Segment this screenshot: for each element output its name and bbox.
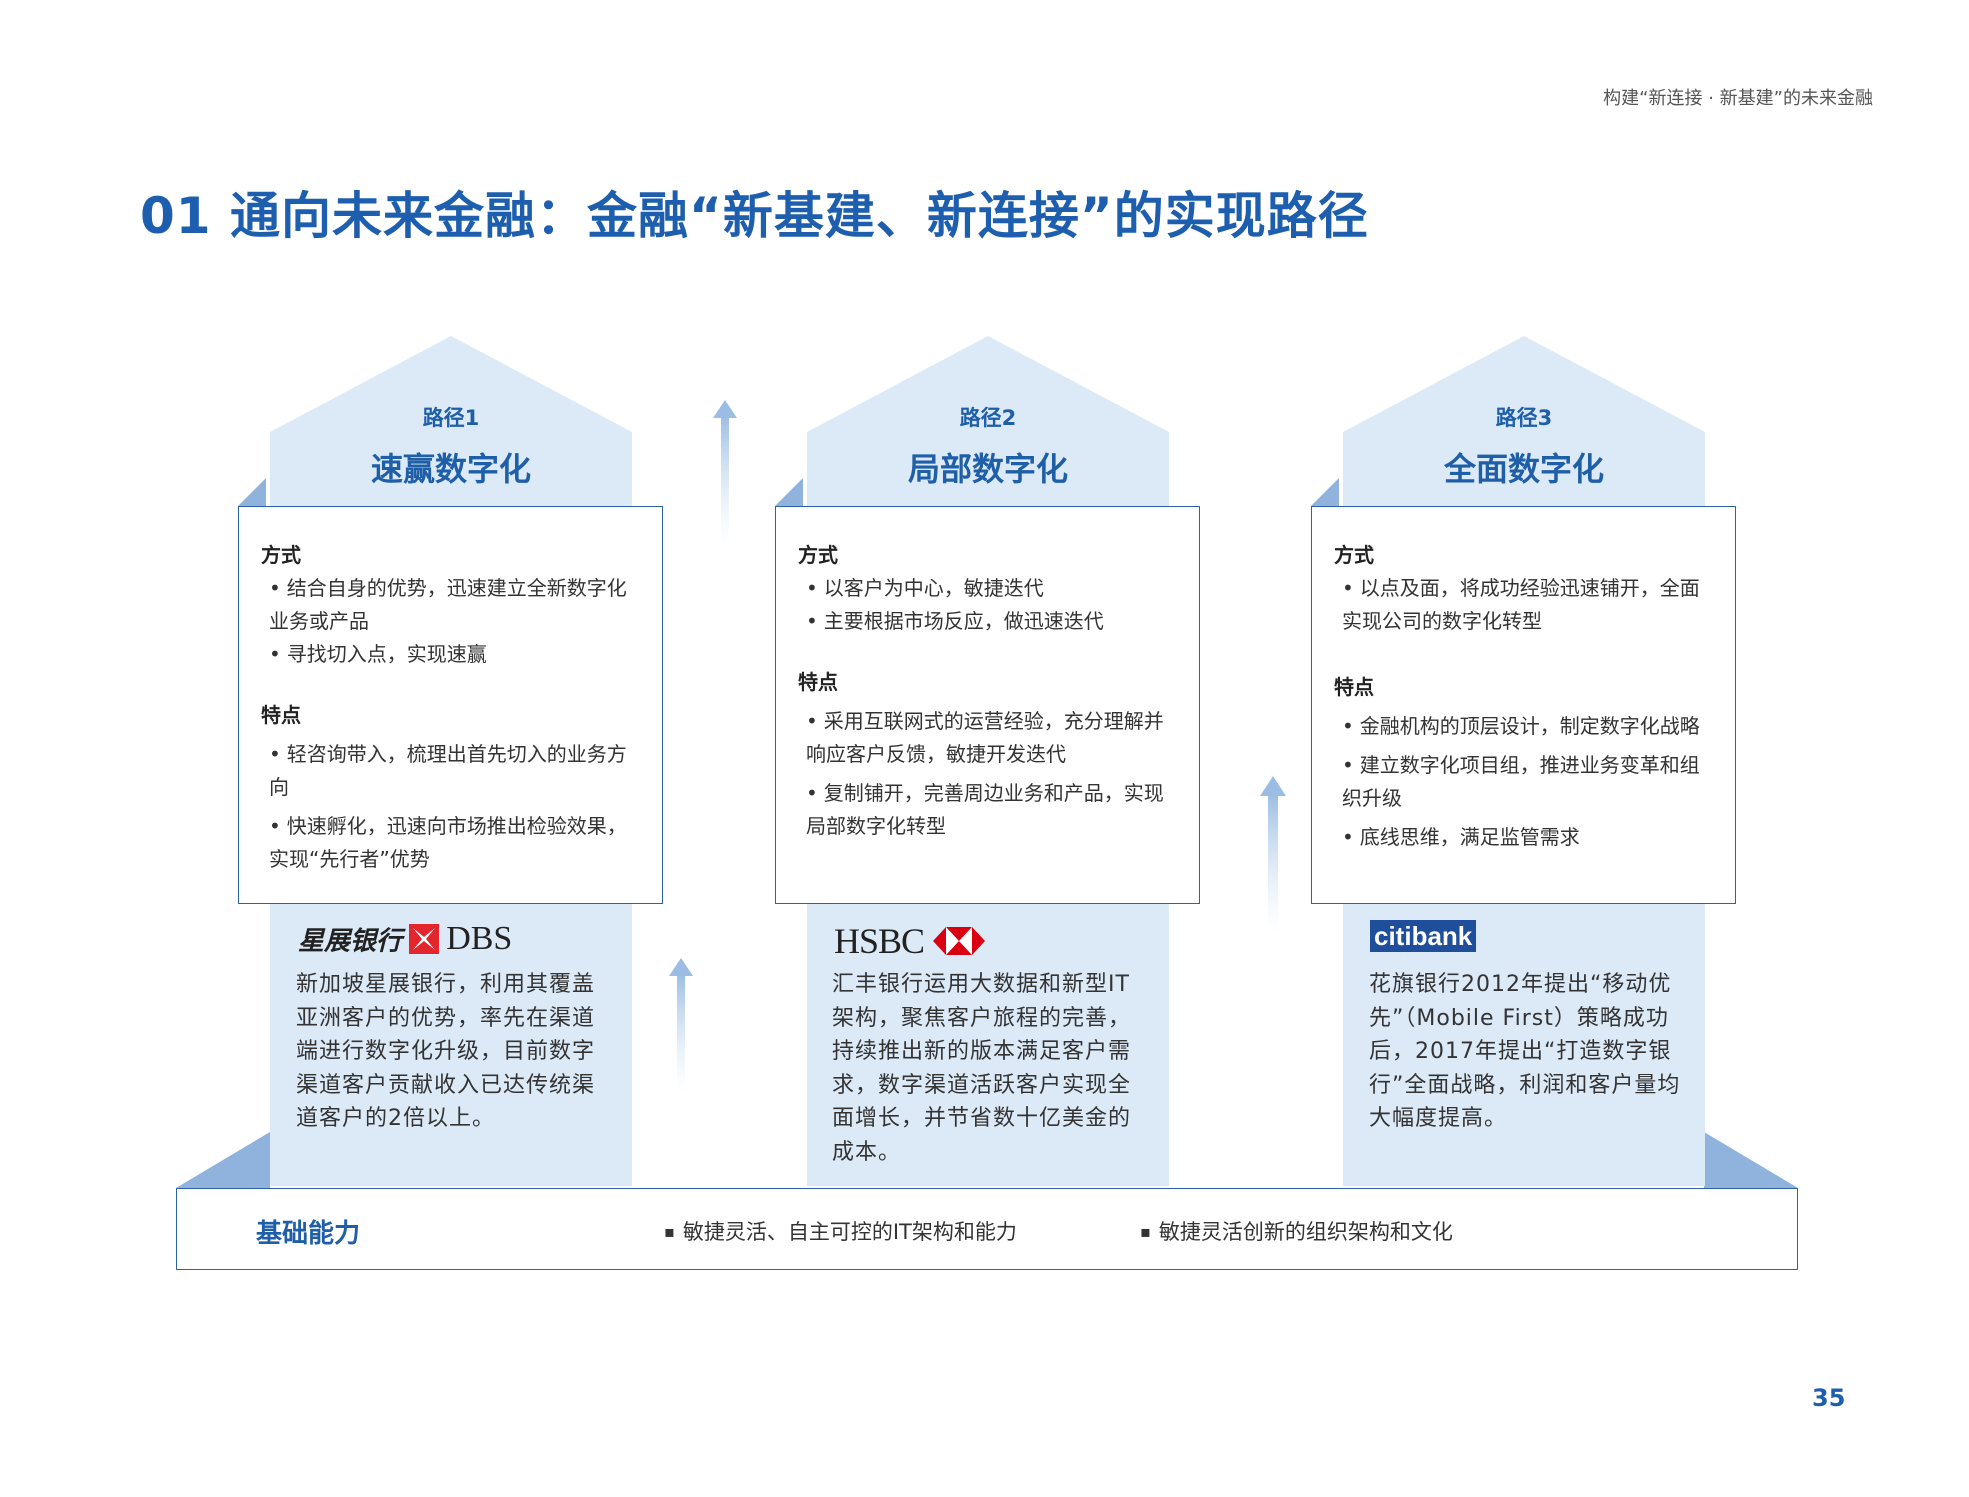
feature-item: 采用互联网式的运营经验，充分理解并响应客户反馈，敏捷开发迭代 bbox=[798, 705, 1179, 771]
path-1-card: 方式 结合自身的优势，迅速建立全新数字化业务或产品 寻找切入点，实现速赢 特点 … bbox=[238, 506, 663, 904]
method-title: 方式 bbox=[1334, 543, 1374, 567]
base-left-triangle bbox=[176, 1132, 270, 1188]
page-number: 35 bbox=[1812, 1384, 1846, 1412]
feature-title: 特点 bbox=[798, 670, 838, 694]
dbs-logo-cn: 星展银行 bbox=[298, 926, 403, 957]
hsbc-logo-text: HSBC bbox=[834, 921, 925, 961]
feature-item: 底线思维，满足监管需求 bbox=[1334, 821, 1715, 854]
hsbc-hexagon-icon bbox=[933, 927, 986, 955]
path-3-label: 路径3 bbox=[1495, 406, 1553, 430]
up-arrow-lower-left bbox=[669, 958, 693, 1094]
method-title: 方式 bbox=[798, 543, 838, 567]
path-3-case: 花旗银行2012年提出“移动优先”（Mobile First）策略成功后，201… bbox=[1369, 972, 1681, 1131]
feature-title: 特点 bbox=[261, 703, 301, 727]
path-3-card-fold bbox=[1311, 478, 1339, 506]
base-right-triangle bbox=[1704, 1132, 1798, 1188]
dbs-logo-en: DBS bbox=[446, 920, 513, 957]
path-2-name: 局部数字化 bbox=[907, 450, 1068, 488]
feature-title: 特点 bbox=[1334, 675, 1374, 699]
path-1-label: 路径1 bbox=[422, 406, 480, 430]
dbs-star-icon bbox=[409, 924, 440, 954]
foundation-item: 敏捷灵活、自主可控的IT架构和能力 bbox=[664, 1216, 1017, 1246]
path-2-card-fold bbox=[775, 478, 803, 506]
path-2-case: 汇丰银行运用大数据和新型IT架构，聚焦客户旅程的完善，持续推出新的版本满足客户需… bbox=[832, 972, 1132, 1165]
path-2-label: 路径2 bbox=[959, 406, 1017, 430]
foundation-box bbox=[176, 1188, 1798, 1270]
up-arrow-upper-left bbox=[713, 400, 737, 546]
feature-item: 复制铺开，完善周边业务和产品，实现局部数字化转型 bbox=[798, 777, 1179, 843]
method-item: 以客户为中心，敏捷迭代 bbox=[798, 572, 1179, 605]
path-3-name: 全面数字化 bbox=[1443, 450, 1604, 488]
path-1-case: 新加坡星展银行，利用其覆盖亚洲客户的优势，率先在渠道端进行数字化升级，目前数字渠… bbox=[296, 972, 596, 1131]
feature-item: 金融机构的顶层设计，制定数字化战略 bbox=[1334, 710, 1715, 743]
feature-item: 建立数字化项目组，推进业务变革和组织升级 bbox=[1334, 749, 1715, 815]
feature-item: 快速孵化，迅速向市场推出检验效果，实现“先行者”优势 bbox=[261, 810, 642, 876]
method-item: 结合自身的优势，迅速建立全新数字化业务或产品 bbox=[261, 572, 642, 638]
citibank-logo: citibank bbox=[1370, 920, 1477, 962]
method-item: 主要根据市场反应，做迅速迭代 bbox=[798, 605, 1179, 638]
method-title: 方式 bbox=[261, 543, 301, 567]
method-item: 寻找切入点，实现速赢 bbox=[261, 638, 642, 671]
running-header: 构建“新连接 · 新基建”的未来金融 bbox=[1603, 88, 1873, 109]
up-arrow-right bbox=[1260, 776, 1286, 934]
dbs-logo: 星展银行 DBS bbox=[298, 920, 512, 962]
hsbc-logo: HSBC bbox=[834, 920, 986, 962]
citibank-logo-text: citibank bbox=[1370, 920, 1477, 952]
path-1-card-fold bbox=[238, 478, 266, 506]
foundation-item: 敏捷灵活创新的组织架构和文化 bbox=[1140, 1216, 1453, 1246]
feature-item: 轻咨询带入，梳理出首先切入的业务方向 bbox=[261, 738, 642, 804]
method-item: 以点及面，将成功经验迅速铺开，全面实现公司的数字化转型 bbox=[1334, 572, 1715, 638]
page-title: 01 通向未来金融：金融“新基建、新连接”的实现路径 bbox=[140, 187, 1369, 245]
path-3-card: 方式 以点及面，将成功经验迅速铺开，全面实现公司的数字化转型 特点 金融机构的顶… bbox=[1311, 506, 1736, 904]
path-2-card: 方式 以客户为中心，敏捷迭代 主要根据市场反应，做迅速迭代 特点 采用互联网式的… bbox=[775, 506, 1200, 904]
path-1-name: 速赢数字化 bbox=[370, 450, 531, 488]
foundation-label: 基础能力 bbox=[256, 1219, 361, 1249]
